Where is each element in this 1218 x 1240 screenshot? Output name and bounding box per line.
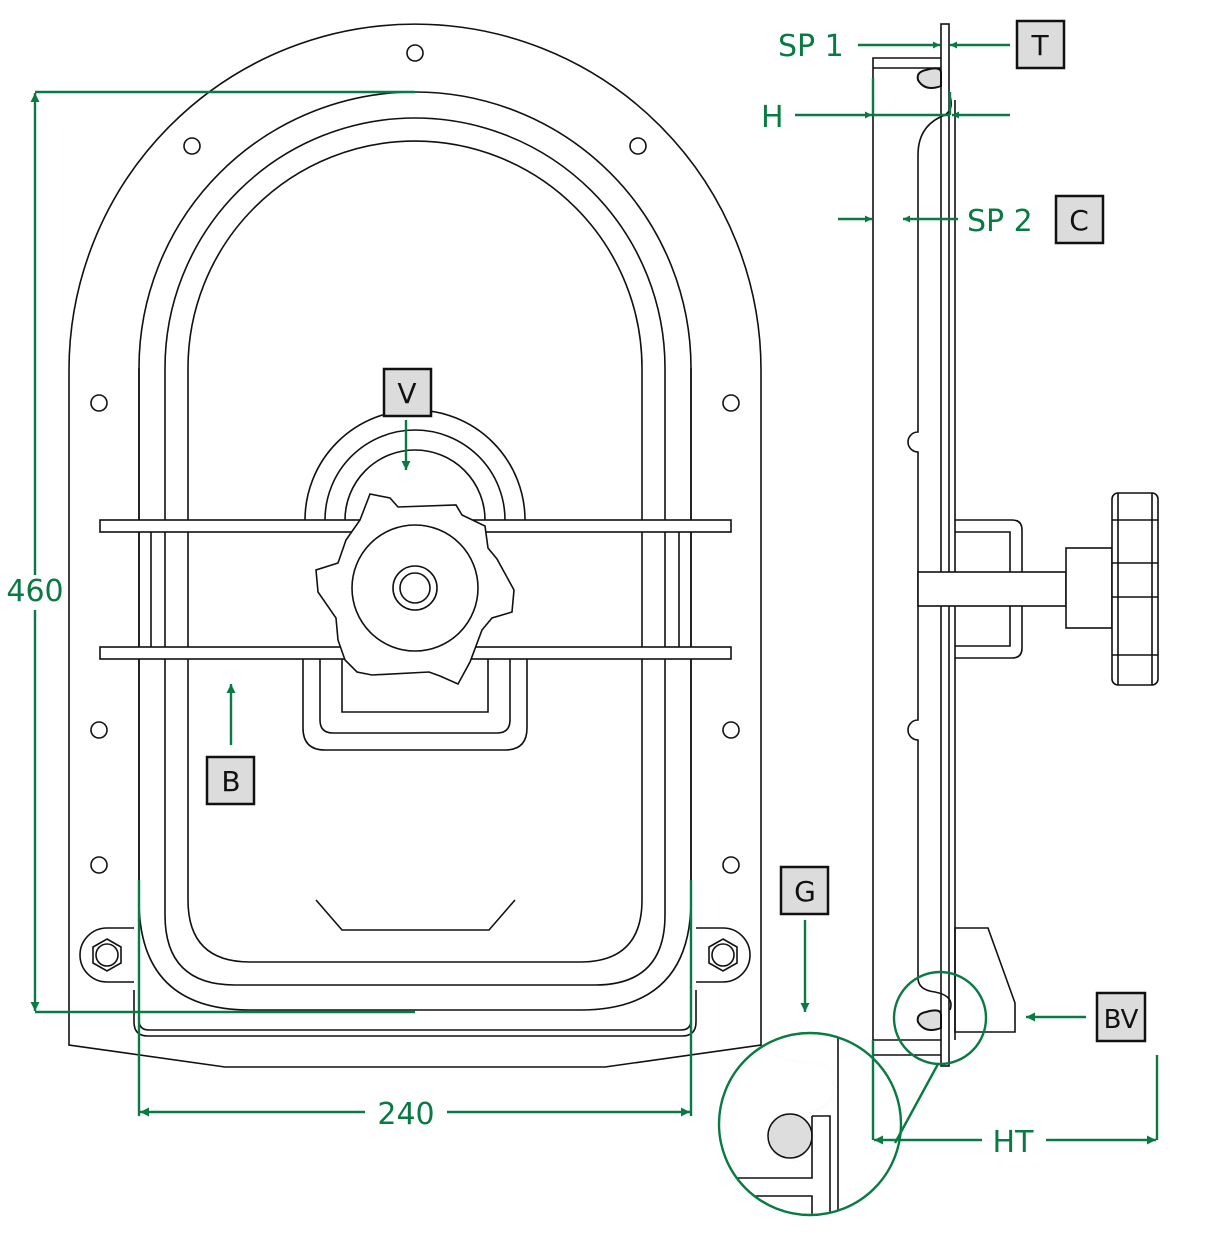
label-c: C xyxy=(1054,194,1105,245)
svg-text:SP 2: SP 2 xyxy=(967,204,1033,239)
label-bv: BV xyxy=(1026,991,1147,1043)
svg-text:C: C xyxy=(1069,204,1089,237)
door-frame xyxy=(138,91,692,1031)
hub-arcs xyxy=(304,409,526,521)
bottom-bracket xyxy=(954,927,1016,1033)
handwheel-stem xyxy=(917,571,1067,607)
svg-text:SP 1: SP 1 xyxy=(778,29,844,64)
label-g: G xyxy=(779,865,830,1012)
svg-text:BV: BV xyxy=(1104,1005,1139,1035)
dimension-width-label: 240 xyxy=(377,1097,434,1132)
detail-magnified xyxy=(717,1031,903,1217)
hinge-lug-right xyxy=(696,927,751,983)
dimension-sp1: SP 1 xyxy=(778,29,1010,64)
detail-circle-small xyxy=(892,970,988,1144)
handwheel-side xyxy=(1111,492,1159,686)
front-view xyxy=(68,23,762,1068)
handwheel xyxy=(315,493,515,686)
svg-text:HT: HT xyxy=(993,1125,1035,1160)
lift-handle xyxy=(315,899,516,931)
dimension-ht: HT xyxy=(871,1040,1159,1160)
outer-plate xyxy=(68,23,762,1068)
label-v: V xyxy=(382,367,433,470)
svg-text:B: B xyxy=(221,765,240,798)
svg-text:V: V xyxy=(397,377,416,410)
svg-text:T: T xyxy=(1030,29,1049,62)
label-t: T xyxy=(1015,19,1066,70)
hinge-lug-left xyxy=(79,927,134,983)
side-flange xyxy=(940,23,950,1067)
dimension-sp2: SP 2 xyxy=(838,204,1033,239)
dimension-width: 240 xyxy=(137,880,693,1132)
label-b: B xyxy=(205,684,256,806)
side-plate xyxy=(872,57,956,1056)
dimension-height-label: 460 xyxy=(6,574,63,609)
svg-text:H: H xyxy=(761,100,784,135)
side-view xyxy=(872,23,1159,1067)
dimension-height: 460 xyxy=(6,90,415,1014)
door-ring-mid xyxy=(164,117,666,986)
door-ring-outer xyxy=(138,368,692,1011)
door-ring-inner xyxy=(187,140,643,963)
svg-text:G: G xyxy=(794,875,816,908)
dimension-h: H xyxy=(761,78,1010,135)
lower-bracket xyxy=(302,655,528,751)
bolt-holes xyxy=(90,44,740,874)
